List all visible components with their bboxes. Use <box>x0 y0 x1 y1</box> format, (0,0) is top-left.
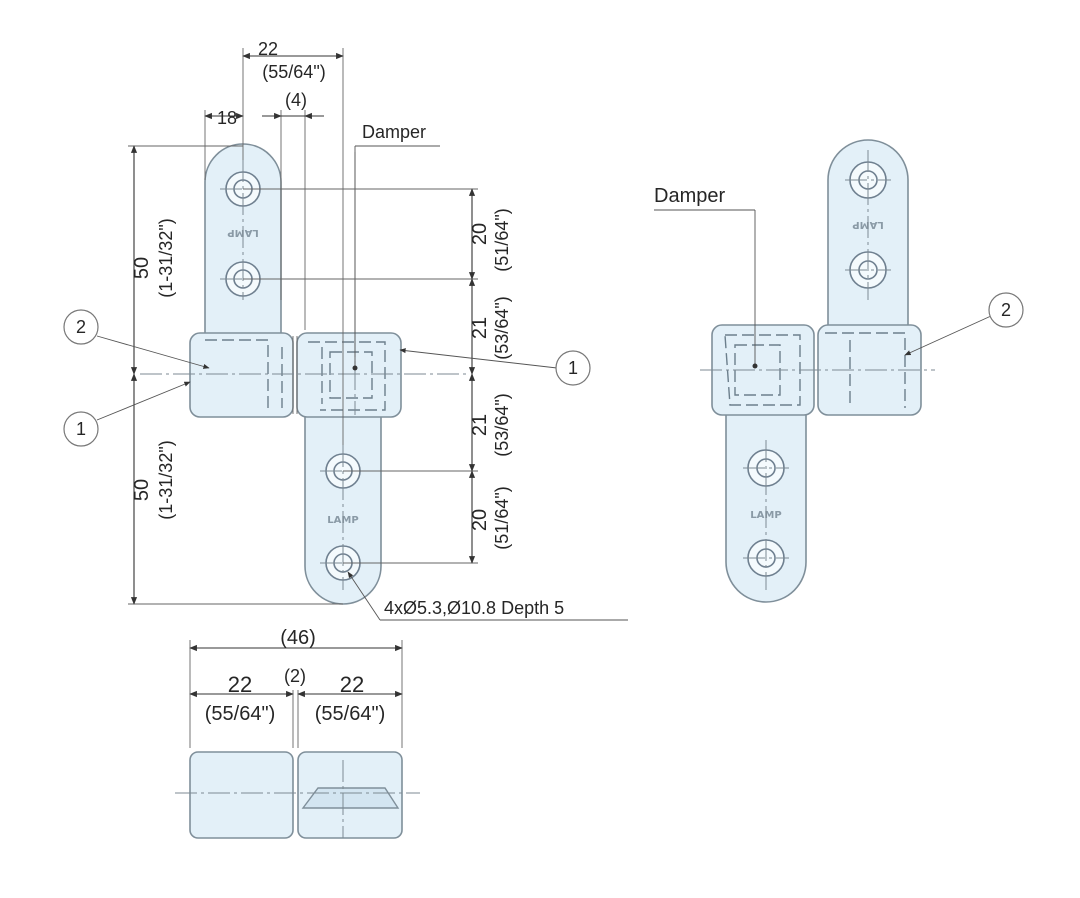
callout-2-left: 2 <box>63 309 99 345</box>
right-view-damper-label: Damper <box>654 185 725 207</box>
svg-text:2: 2 <box>1001 300 1011 320</box>
hole-spec-label: 4xØ5.3,Ø10.8 Depth 5 <box>384 598 564 618</box>
front-view: LAMP LAMP 22 (55/64") <box>63 39 628 621</box>
dim-right-20-top: 20 <box>469 223 491 245</box>
bottom-left-knuckle <box>189 751 294 839</box>
dim-left-inch-bottom: (1-31/32") <box>156 440 176 519</box>
dim-right-21-bottom: 21 <box>469 414 491 436</box>
dim-right-53-64-bottom: (53/64") <box>492 393 512 456</box>
dim-bottom-2: (2) <box>284 666 306 686</box>
callout-2-right-view: 2 <box>988 292 1024 328</box>
hidden-damper-body <box>329 351 373 399</box>
callout-1-left: 1 <box>63 411 99 447</box>
dim-top-4: (4) <box>285 90 307 110</box>
dim-left-inch-top: (1-31/32") <box>156 218 176 297</box>
dim-left-50-bottom: 50 <box>131 479 153 501</box>
dim-left-50-top: 50 <box>131 257 153 279</box>
callout-1-right: 1 <box>555 350 591 386</box>
svg-text:2: 2 <box>76 317 86 337</box>
dim-right-53-64-top: (53/64") <box>492 296 512 359</box>
svg-text:1: 1 <box>76 419 86 439</box>
hidden-outline-right <box>308 341 386 411</box>
dim-bottom-22-right: 22 <box>340 672 364 697</box>
dim-bottom-inch-left: (55/64") <box>205 703 275 725</box>
dim-top-55-64: (55/64") <box>262 62 325 82</box>
svg-text:1: 1 <box>568 358 578 378</box>
damper-label: Damper <box>362 122 426 142</box>
dim-right-51-64-top: (51/64") <box>492 208 512 271</box>
hidden-outline-left <box>205 339 269 412</box>
dim-top-22: 22 <box>258 39 278 59</box>
bottom-damper-tab <box>301 787 400 809</box>
dim-right-51-64-bottom: (51/64") <box>492 486 512 549</box>
right-view: LAMP LAMP Damper 2 <box>654 139 1024 603</box>
dim-top-18: 18 <box>217 108 237 128</box>
dim-bottom-46: (46) <box>280 627 316 649</box>
dim-right-20-bottom: 20 <box>469 509 491 531</box>
dim-right-21-top: 21 <box>469 317 491 339</box>
left-knuckle <box>189 332 294 418</box>
dim-bottom-22-left: 22 <box>228 672 252 697</box>
lower-leaf <box>304 414 382 605</box>
dim-bottom-inch-right: (55/64") <box>315 703 385 725</box>
bottom-view: (46) (2) 22 (55/64") 22 (55/64") <box>175 627 420 839</box>
